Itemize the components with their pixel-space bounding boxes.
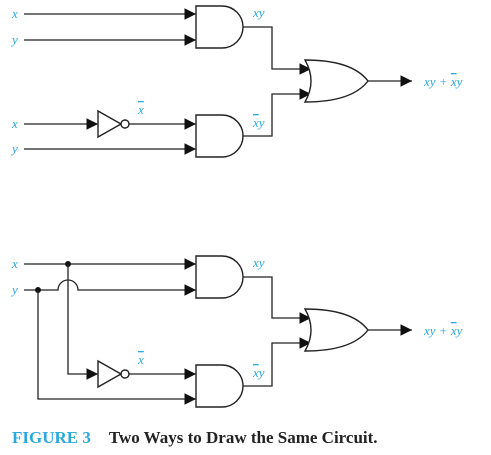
and-gate-4 xyxy=(195,364,244,408)
wire-by-to-and1 xyxy=(24,279,196,296)
top-input-y2-label: y xyxy=(10,141,18,156)
logic-circuit-diagram: x y x y xy x xy xy + xy x y xyxy=(10,5,463,408)
or-gate-bottom xyxy=(303,308,369,352)
and-gate-2 xyxy=(195,114,244,158)
inverter-bubble-bottom xyxy=(120,369,130,379)
or-gate-top xyxy=(303,59,369,103)
bottom-input-x-label: x xyxy=(11,256,18,271)
bottom-or-output-label: xy + xy xyxy=(423,323,463,338)
top-input-x1-label: x xyxy=(11,6,18,21)
inverter-bubble-top xyxy=(120,119,130,129)
top-input-x2-label: x xyxy=(11,116,18,131)
inverter-gate-bottom xyxy=(97,359,123,389)
wire-and2-to-or xyxy=(243,88,311,137)
bottom-and2-output-label: xy xyxy=(252,365,265,380)
wire-band2-to-or xyxy=(243,337,311,387)
bottom-circuit: x y xy x xy xy + xy xyxy=(10,255,463,408)
figure-number: FIGURE 3 xyxy=(12,428,91,447)
inverter-gate-top xyxy=(97,109,123,139)
wire-bx-to-inverter xyxy=(67,264,98,380)
top-input-y1-label: y xyxy=(10,32,18,47)
top-or-output-label: xy + xy xyxy=(423,74,463,89)
and-gate-3 xyxy=(195,255,244,299)
top-inverter-output-label: x xyxy=(137,102,144,117)
bottom-and1-output-label: xy xyxy=(252,255,265,270)
top-circuit: x y x y xy x xy xy + xy xyxy=(10,5,463,158)
wire-and1-to-or xyxy=(243,26,311,75)
figure-title: Two Ways to Draw the Same Circuit. xyxy=(108,428,378,447)
bottom-inverter-output-label: x xyxy=(137,352,144,367)
and-gate-1 xyxy=(195,5,244,49)
bottom-input-y-label: y xyxy=(10,282,18,297)
and2-output-label: xy xyxy=(252,115,265,130)
wire-by-to-and2 xyxy=(37,290,196,405)
figure-caption: FIGURE 3 Two Ways to Draw the Same Circui… xyxy=(12,428,487,448)
and1-output-label: xy xyxy=(252,5,265,20)
wire-band1-to-or xyxy=(243,276,311,324)
